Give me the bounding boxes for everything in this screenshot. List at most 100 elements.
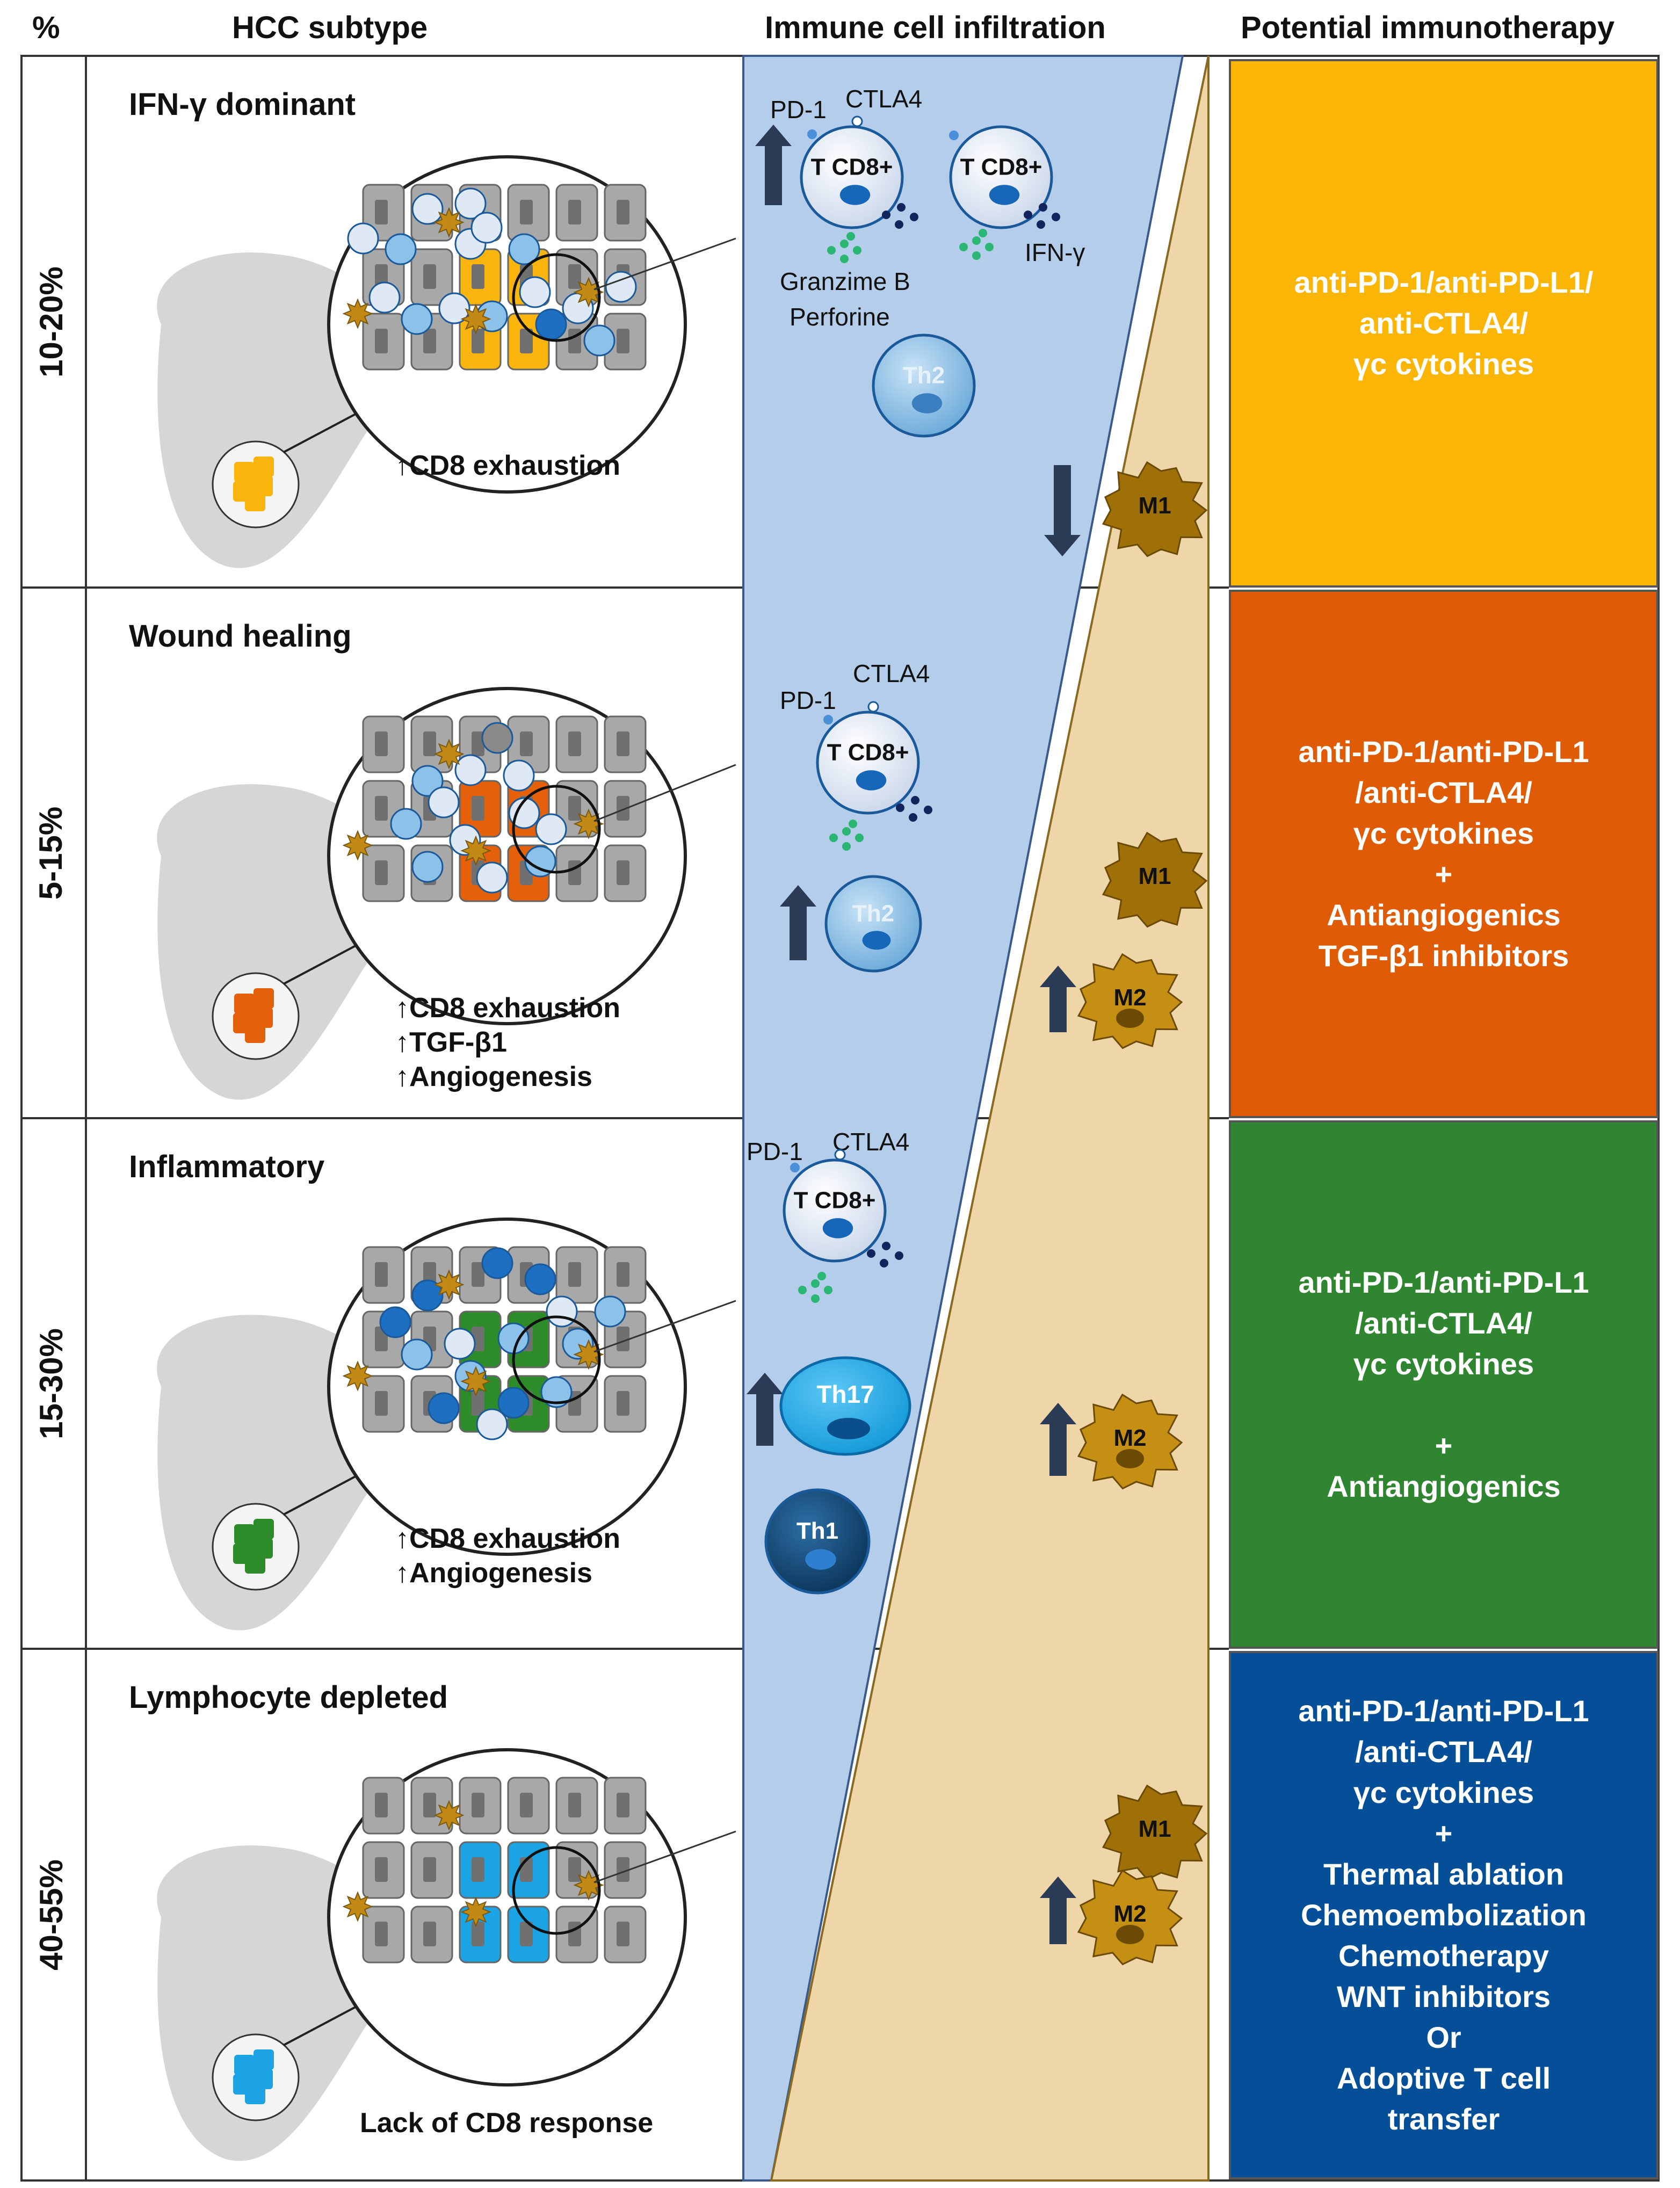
perforine-label: Perforine [790,303,890,331]
lymphocyte [428,786,460,818]
lymphocyte [508,233,540,265]
therapy-line: Antiangiogenics [1327,1469,1561,1503]
up-arrow-icon [1040,1877,1076,1944]
therapy-line: /anti-CTLA4/ [1355,1735,1532,1769]
cell-nucleus [856,770,887,791]
header-percent: % [32,10,60,45]
immune-cell: T CD8+ [783,1158,887,1263]
ctla4-label: CTLA4 [853,660,930,687]
cell-label: T CD8+ [960,154,1042,180]
hepatocyte-nucleus [568,1857,581,1882]
hepatocyte-nucleus [568,1262,581,1287]
hepatocyte-nucleus [617,1922,629,1946]
macrophage-cell: M1 [1102,461,1208,557]
focus-pointer [593,237,736,291]
up-arrow-icon [1040,966,1076,1032]
granzyme-granule [811,1294,820,1303]
subtype-title: Lymphocyte depleted [129,1680,448,1715]
hepatocyte-nucleus [617,1391,629,1416]
immune-cell: Th17 [779,1356,911,1456]
therapy-line: + [1435,857,1453,891]
macrophage-label: M2 [1113,1901,1146,1927]
lymphocyte [379,1306,411,1338]
macrophage [342,1891,373,1922]
lymphocyte [497,1322,530,1354]
macrophage [573,1339,604,1370]
granzyme-granule [979,229,987,237]
lymphocyte [535,813,567,845]
hepatocyte-nucleus [375,200,388,224]
therapy-line: Or [1426,2020,1461,2054]
macrophage-body [1077,953,1183,1049]
hepatocyte-nucleus [472,1793,484,1817]
lymphocyte [605,271,637,303]
hepatocyte-nucleus [375,1922,388,1946]
therapy-line: + [1435,1816,1453,1850]
cell-body [816,711,920,815]
macrophage-cell: M2 [1077,1869,1183,1966]
hepatocyte-nucleus [472,1922,484,1946]
tumor-cell [234,994,255,1014]
macrophage-cell: M2 [1077,1393,1183,1490]
granzyme-granule [846,232,855,241]
lymphocyte [546,1295,578,1328]
cell-nucleus [989,185,1020,205]
macrophage-label: M1 [1138,492,1171,519]
therapy-line: /anti-CTLA4/ [1355,776,1532,809]
immune-cell: Th2 [824,875,922,973]
subtype-feature: ↑CD8 exhaustion [395,992,620,1024]
percent-row-4: 40-55% [33,1859,69,1970]
cell-label: T CD8+ [811,154,893,180]
tumor-cell [245,2084,265,2104]
granzyme-granule [811,1279,820,1288]
immune-cell: T CD8+ [816,711,920,815]
therapy-line: Adoptive T cell [1336,2061,1551,2095]
therapy-line: anti-CTLA4/ [1359,306,1529,340]
immune-cell: T CD8+ [800,125,904,229]
up-arrow-icon [747,1373,783,1446]
macrophage-body [1077,1869,1183,1966]
subtype-feature: ↑Angiogenesis [395,1061,592,1092]
therapy-line: + [1435,1429,1453,1462]
macrophage [460,1366,491,1397]
subtype-title: IFN-γ dominant [129,87,356,122]
granzyme-granule [798,1286,807,1294]
granzyme-granule [842,827,851,836]
ctla4-label: CTLA4 [832,1128,909,1156]
hepatocyte-nucleus [375,860,388,885]
focus-pointer [593,1830,736,1883]
hepatocyte-nucleus [617,796,629,821]
hepatocyte-nucleus [520,329,533,353]
lymphocyte [476,1408,508,1440]
cell-label: Th2 [903,362,945,388]
therapy-line: anti-PD-1/anti-PD-L1 [1298,1265,1589,1299]
therapy-line: /anti-CTLA4/ [1355,1306,1532,1340]
cell-body [872,334,976,438]
hepatocyte-nucleus [423,264,436,289]
immune-cell: Th1 [764,1488,871,1595]
ifn-dot [911,796,919,805]
therapy-line: transfer [1387,2102,1500,2136]
therapy-line: γc cytokines [1353,1347,1534,1381]
lymphocyte [583,324,615,357]
granzyme-granule [853,246,861,255]
therapy-line: anti-PD-1/anti-PD-L1 [1298,735,1589,769]
cell-nucleus [839,185,871,205]
lymphocyte [401,1338,433,1371]
pd1-label: PD-1 [747,1138,803,1165]
hepatocyte-nucleus [472,264,484,289]
macrophage-label: M1 [1138,1816,1171,1842]
ifn-dot [867,1249,875,1258]
therapy-line: anti-PD-1/anti-PD-L1/ [1294,265,1594,299]
granzyme-granule [840,255,849,263]
hepatocyte-nucleus [472,1391,484,1416]
cell-nucleus [911,393,943,414]
cell-label: Th2 [852,901,894,927]
ctla4-receptor [851,115,863,127]
lymphocyte [347,222,379,255]
lymphocyte [497,1387,530,1419]
hepatocyte-nucleus [472,731,484,756]
infiltration-tan-region [770,55,1210,2182]
subtype-panel: Wound healing↑CD8 exhaustion↑TGF-β1↑Angi… [129,619,736,1100]
ifn-dot [1024,211,1032,219]
